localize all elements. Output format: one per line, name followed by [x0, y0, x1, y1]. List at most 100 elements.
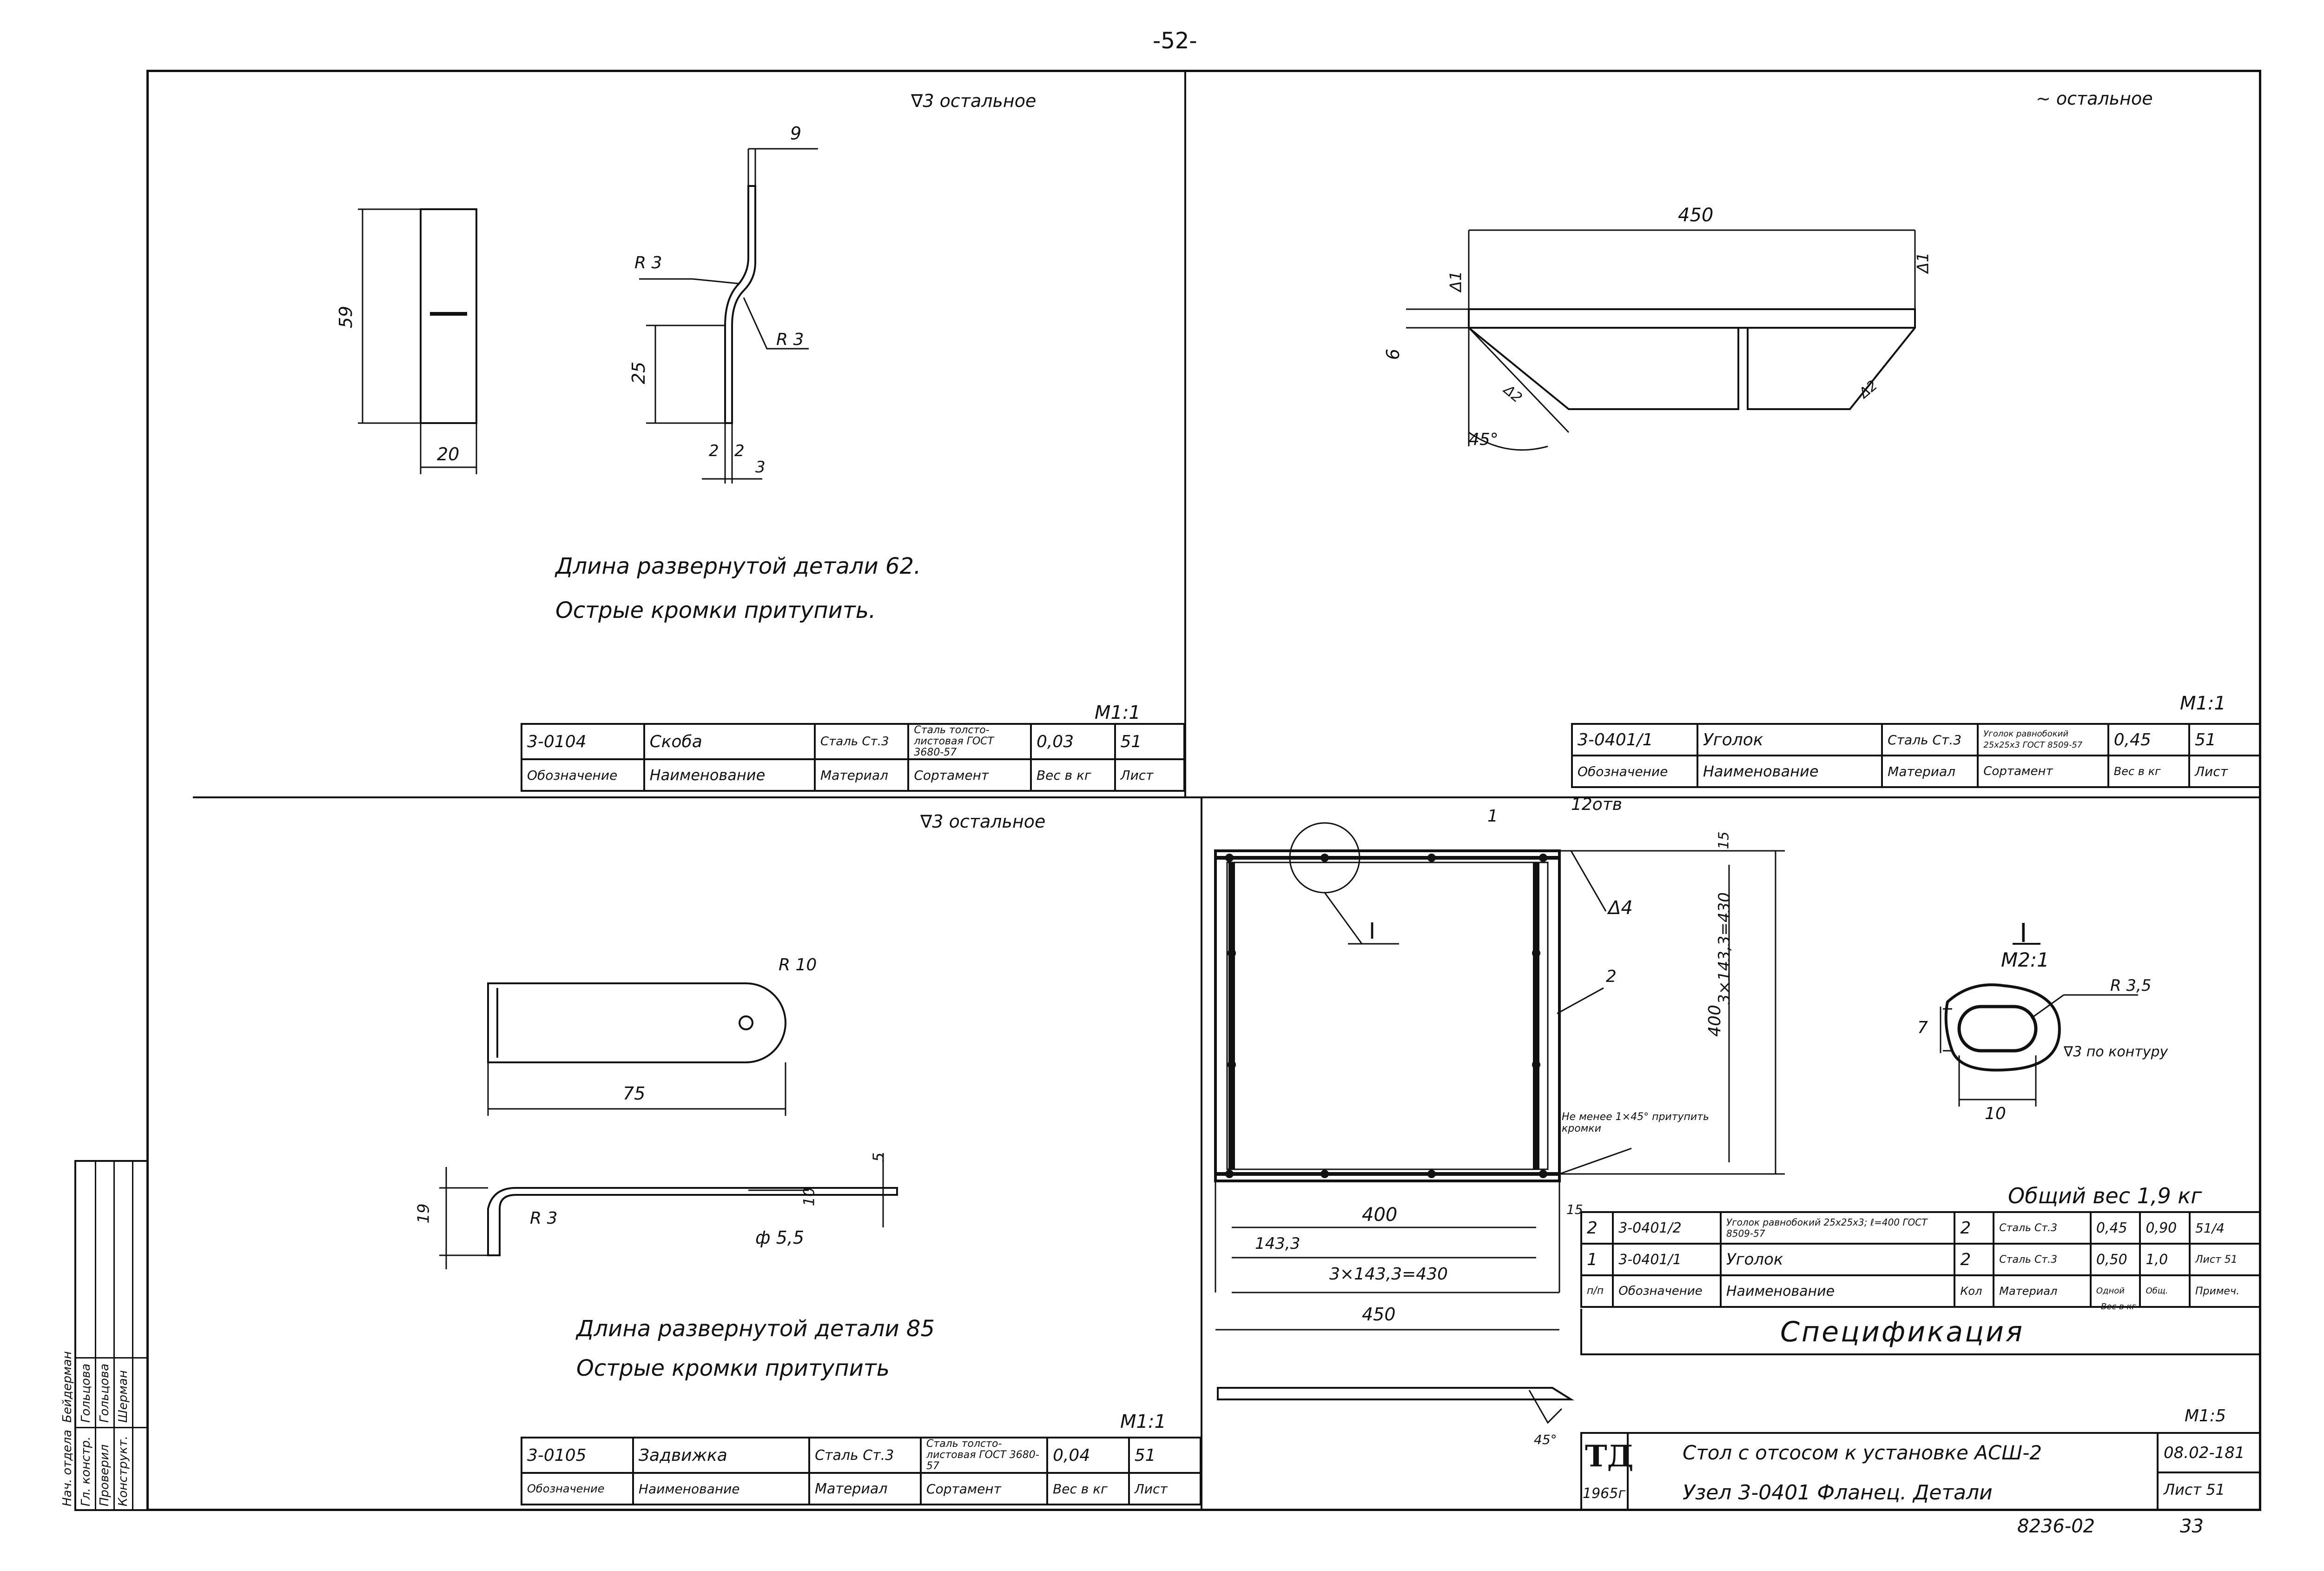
spec-hdr-material: Материал [1993, 1274, 2092, 1308]
spec-row: 2 3-0401/2 Уголок равнобокий 25x25x3; ℓ=… [1580, 1211, 2261, 1245]
br-weld: Δ4 [1608, 897, 1633, 919]
spec-qty: 2 [1954, 1211, 1995, 1245]
br-dim-1433: 143,3 [1255, 1234, 1301, 1253]
bl-scale: М1:1 [1120, 1411, 1166, 1432]
title-year: 1965г [1583, 1485, 1626, 1502]
tr-part-weight: 0,45 [2107, 723, 2190, 756]
br-detail-mark: I [1369, 918, 1376, 944]
tl-hdr-assortment: Сортамент [907, 758, 1032, 792]
br-detail-scale: М2:1 [2001, 948, 2049, 971]
spec-row: 1 3-0401/1 Уголок 2 Сталь Ст.3 0,50 1,0 … [1580, 1243, 2261, 1276]
title-code: 08.02-181 [2164, 1444, 2245, 1462]
tl-dim-2a: 2 [709, 442, 719, 460]
tr-part-code: 3-0401/1 [1571, 723, 1698, 756]
tr-scale: М1:1 [2180, 693, 2226, 714]
tl-hdr-sheet: Лист [1114, 758, 1186, 792]
bl-part-assortment: Сталь толсто-листовая ГОСТ 3680-57 [920, 1437, 1049, 1474]
tl-hdr-code: Обозначение [521, 758, 645, 792]
tl-dim-59: 59 [336, 305, 357, 329]
spec-pos: 2 [1580, 1211, 1614, 1245]
spec-hdr-code: Обозначение [1612, 1274, 1722, 1308]
spec-hdr-name: Наименование [1719, 1274, 1956, 1308]
spec-name: Уголок равнобокий 25x25x3; ℓ=400 ГОСТ 85… [1719, 1211, 1956, 1245]
title-sheet: Лист 51 [2164, 1481, 2225, 1498]
bl-hdr-name: Наименование [632, 1472, 811, 1505]
bl-dim-5: 5 [870, 1152, 888, 1162]
side-stamp-col-3 [113, 1162, 133, 1509]
spec-code: 3-0401/1 [1612, 1243, 1722, 1276]
tl-part-material: Сталь Ст.3 [813, 723, 910, 760]
tr-hdr-sheet: Лист [2188, 755, 2262, 788]
tr-weld-2: Δ1 [1914, 252, 1933, 273]
bl-hdr-code: Обозначение [521, 1472, 634, 1505]
title-org: ТД [1585, 1439, 1634, 1474]
spec-w1: 0,45 [2089, 1211, 2141, 1245]
tr-part-material: Сталь Ст.3 [1881, 723, 1979, 756]
tl-hdr-material: Материал [813, 758, 910, 792]
bl-note-2: Острые кромки притупить [576, 1355, 890, 1381]
br-dim-430v: 3×143,3=430 [1715, 892, 1734, 1004]
tl-dim-2b: 2 [734, 442, 745, 460]
br-leader-1: 1 [1487, 807, 1498, 826]
spec-pos: 1 [1580, 1243, 1614, 1276]
tl-note-1: Длина развернутой детали 62. [555, 553, 921, 579]
tl-dim-9: 9 [790, 123, 802, 144]
bl-note-1: Длина развернутой детали 85 [576, 1316, 935, 1342]
side-stamp [74, 1160, 149, 1511]
tl-hdr-weight: Вес в кг [1030, 758, 1116, 792]
br-detail-10: 10 [1985, 1104, 2006, 1123]
tr-hdr-weight: Вес в кг [2107, 755, 2190, 788]
tl-part-table: 3-0104 Скоба Сталь Ст.3 Сталь толсто-лис… [521, 723, 1186, 792]
title-scale: М1:5 [2185, 1406, 2226, 1425]
tr-hdr-material: Материал [1881, 755, 1979, 788]
spec-hdr-pos: п/п [1580, 1274, 1614, 1308]
bl-hdr-assortment: Сортамент [920, 1472, 1049, 1505]
tr-dim-450: 450 [1678, 205, 1714, 226]
side-stamp-col-1 [76, 1162, 96, 1509]
spec-title-box [1580, 1309, 2261, 1355]
bl-part-code: 3-0105 [521, 1437, 634, 1474]
side-stamp-row [76, 1357, 147, 1359]
tr-surface-note: ∼ остальное [2036, 88, 2153, 109]
br-dim-45: 45° [1534, 1432, 1557, 1447]
br-detail-7: 7 [1917, 1018, 1928, 1037]
br-note-blunt: Не менее 1×45° притупить кромки [1562, 1111, 1710, 1134]
bl-dim-r3: R 3 [530, 1209, 558, 1228]
spec-w2: 1,0 [2139, 1243, 2191, 1276]
spec-header-row: п/п Обозначение Наименование Кол Материа… [1580, 1274, 2261, 1308]
br-dim-15b: 15 [1566, 1202, 1583, 1217]
side-role-0: Нач. отдела [60, 1430, 74, 1506]
tl-scale: М1:1 [1095, 702, 1141, 723]
br-detail-r: R 3,5 [2110, 976, 2152, 995]
tr-dim-45: 45° [1469, 430, 1499, 449]
tr-part-assortment: Уголок равнобокий 25x25x3 ГОСТ 8509-57 [1977, 723, 2109, 756]
tr-part-sheet: 51 [2188, 723, 2262, 756]
spec-hdr-weight-label: Вес в кг [2101, 1302, 2136, 1312]
tl-part-sheet: 51 [1114, 723, 1186, 760]
title-divider-3 [2157, 1472, 2261, 1473]
side-stamp-col-2 [95, 1162, 115, 1509]
spec-hdr-qty: Кол [1954, 1274, 1995, 1308]
br-dim-430h: 3×143,3=430 [1329, 1265, 1448, 1284]
doc-code: 8236-02 [2017, 1516, 2095, 1537]
spec-name: Уголок [1719, 1243, 1956, 1276]
tl-dim-r3b: R 3 [776, 330, 804, 349]
bl-dim-hole: ф 5,5 [755, 1227, 805, 1248]
br-leader-holes: 12отв [1571, 795, 1623, 814]
spec-hdr-sheet: Примеч. [2189, 1274, 2261, 1308]
bl-surface-note: ∇3 остальное [920, 811, 1046, 832]
side-name-2: Гольцова [79, 1363, 93, 1423]
title-line-1: Стол с отсосом к установке АСШ-2 [1683, 1441, 2042, 1464]
tr-part-name: Уголок [1696, 723, 1883, 756]
bl-dim-19: 19 [414, 1203, 433, 1224]
spec-material: Сталь Ст.3 [1993, 1243, 2092, 1276]
tl-dim-r3a: R 3 [634, 253, 662, 272]
tr-hdr-name: Наименование [1696, 755, 1883, 788]
bl-hdr-weight: Вес в кг [1046, 1472, 1130, 1505]
spec-sheet: 51/4 [2189, 1211, 2261, 1245]
tl-hdr-name: Наименование [643, 758, 816, 792]
spec-hdr-w1: Одной [2089, 1274, 2141, 1308]
spec-hdr-w2: Общ. [2139, 1274, 2191, 1308]
sheet-bottom-number: 33 [2180, 1516, 2204, 1537]
bl-dim-r10: R 10 [779, 955, 817, 974]
